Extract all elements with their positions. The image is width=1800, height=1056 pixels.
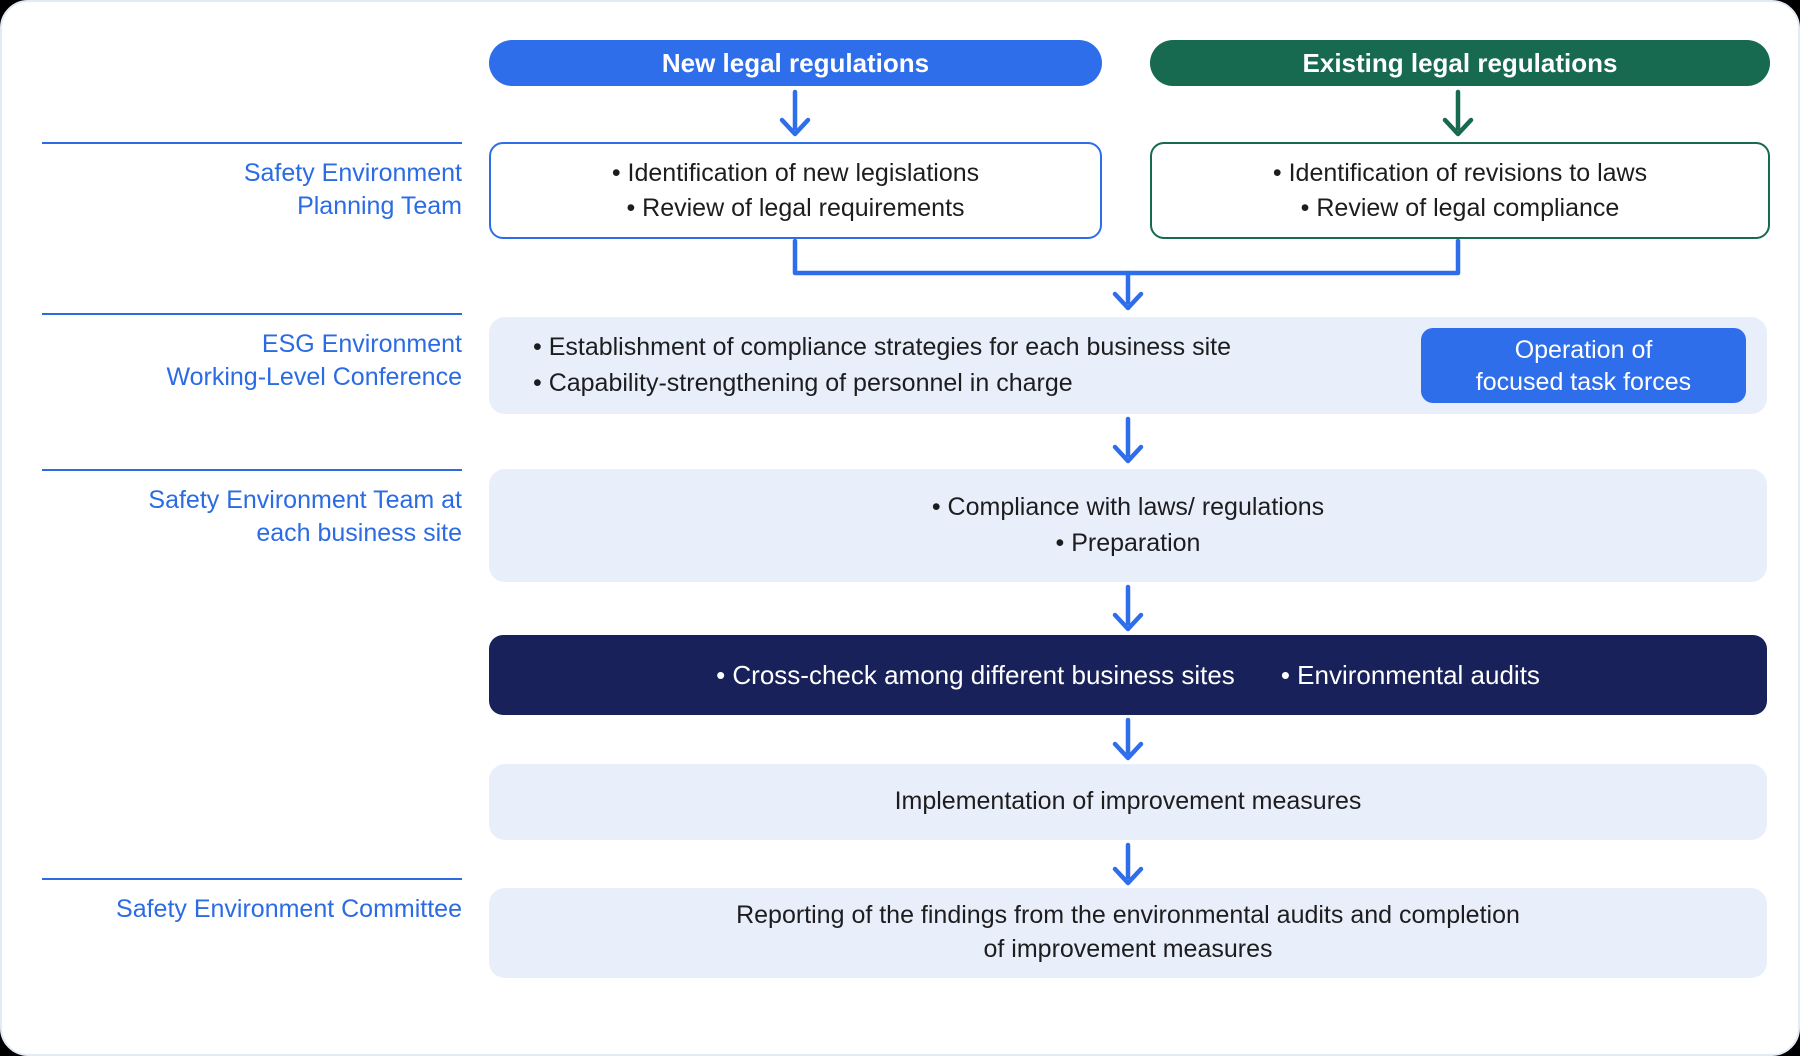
pill-new-legal-regulations: New legal regulations [489,40,1102,86]
merge-connector [792,238,1461,311]
side-label-line: each business site [256,518,462,547]
task-forces-badge-line: focused task forces [1475,367,1692,396]
side-label-planning-team: Safety Environment Planning Team [42,142,462,222]
arrow-down-icon [1112,416,1144,464]
bullet-line: • Review of legal compliance [1300,193,1620,222]
box-new-identification: • Identification of new legislations • R… [489,142,1102,239]
box-existing-identification: • Identification of revisions to laws • … [1150,142,1770,239]
box-implementation-text: Implementation of improvement measures [894,787,1362,816]
arrow-down-icon [1112,842,1144,886]
side-label-committee: Safety Environment Committee [42,878,462,926]
bullet-line: • Environmental audits [1280,659,1540,690]
box-implementation: Implementation of improvement measures [489,764,1767,840]
task-forces-badge-line: Operation of [1514,335,1653,364]
pill-existing-legal-regulations: Existing legal regulations [1150,40,1770,86]
side-label-line: Planning Team [297,191,462,220]
box-site-team-compliance: • Compliance with laws/ regulations • Pr… [489,469,1767,582]
side-label-working-level-conference: ESG Environment Working-Level Conference [42,313,462,393]
side-label-site-team: Safety Environment Team at each business… [42,469,462,549]
bullet-line: • Compliance with laws/ regulations [931,493,1325,521]
bullet-line: • Review of legal requirements [626,193,965,222]
bullet-line: • Identification of new legislations [611,158,980,187]
box-working-level-conference: • Establishment of compliance strategies… [489,317,1767,414]
bullet-line: • Capability-strengthening of personnel … [533,368,1073,397]
box-reporting-line: of improvement measures [983,935,1273,963]
arrow-down-icon [1442,89,1474,137]
task-forces-badge: Operation of focused task forces [1421,328,1746,403]
arrow-down-icon [779,89,811,137]
arrow-down-icon [1112,717,1144,761]
bullet-line: • Establishment of compliance strategies… [533,333,1231,361]
box-reporting-line: Reporting of the findings from the envir… [736,901,1520,930]
bullet-line: • Preparation [1055,528,1201,557]
side-label-line: Safety Environment Team at [148,486,462,514]
box-reporting: Reporting of the findings from the envir… [489,888,1767,978]
bullet-line: • Identification of revisions to laws [1272,158,1648,187]
side-label-line: ESG Environment [261,330,462,358]
side-label-line: Safety Environment Committee [116,895,462,923]
side-label-line: Working-Level Conference [166,362,462,391]
bullet-line: • Cross-check among different business s… [716,659,1235,690]
box-cross-check: • Cross-check among different business s… [489,635,1767,715]
side-label-line: Safety Environment [243,159,462,187]
arrow-down-icon [1112,584,1144,632]
